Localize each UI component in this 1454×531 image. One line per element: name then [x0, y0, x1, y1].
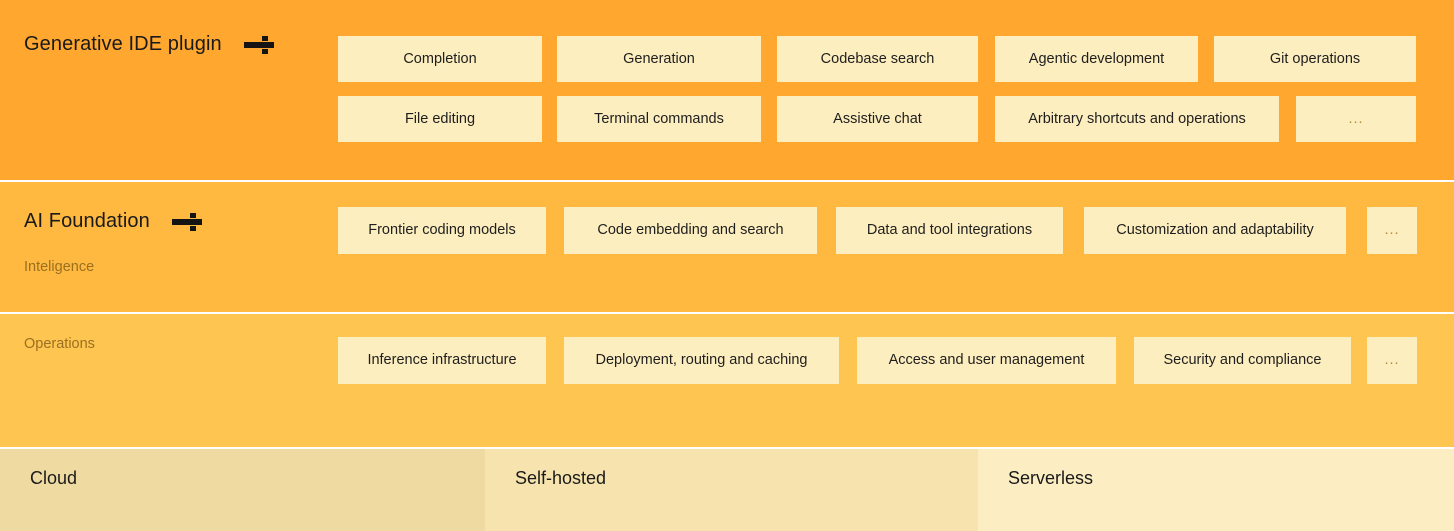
deployment-option-serverless[interactable]: Serverless [978, 449, 1454, 531]
capability-chip[interactable]: Codebase search [777, 36, 978, 82]
deployment-option-cloud[interactable]: Cloud [0, 449, 485, 531]
capability-chip-label: Completion [403, 50, 477, 67]
capability-chip[interactable]: Git operations [1214, 36, 1416, 82]
capability-chip-label: Terminal commands [594, 110, 724, 127]
generative-ide-plugin-label: Generative IDE plugin [24, 33, 222, 55]
operations-sublabel: Operations [24, 336, 95, 352]
capability-chip-label: Git operations [1269, 50, 1361, 67]
capability-chip[interactable]: Access and user management [857, 337, 1116, 384]
capability-chip-label: Security and compliance [1163, 352, 1322, 369]
capability-chip[interactable]: Data and tool integrations [836, 207, 1063, 254]
capability-chip[interactable]: Code embedding and search [564, 207, 817, 254]
capability-chip[interactable]: Arbitrary shortcuts and operations [995, 96, 1279, 142]
capability-chip[interactable]: Terminal commands [557, 96, 761, 142]
capability-chip[interactable]: Agentic development [995, 36, 1198, 82]
capability-chip[interactable]: Deployment, routing and caching [564, 337, 839, 384]
capability-chip-label: Deployment, routing and caching [595, 352, 808, 369]
capability-chip-label: Code embedding and search [597, 222, 784, 239]
capability-chip[interactable]: Generation [557, 36, 761, 82]
capability-chip[interactable]: Inference infrastructure [338, 337, 546, 384]
ai-foundation-label: AI Foundation [24, 210, 150, 232]
deployment-option-cloud-label: Cloud [30, 468, 78, 488]
capability-chip-more[interactable]: ... [1367, 207, 1417, 254]
arrow-right-icon [171, 212, 202, 231]
deployment-footer: Cloud Self-hosted Serverless [0, 449, 1454, 531]
capability-chip-label: ... [1384, 222, 1400, 239]
capability-chip[interactable]: File editing [338, 96, 542, 142]
capability-chip-label: Assistive chat [833, 110, 922, 127]
capability-chip[interactable]: Security and compliance [1134, 337, 1351, 384]
capability-chip-label: Codebase search [820, 50, 935, 67]
capability-chip-more[interactable]: ... [1296, 96, 1416, 142]
capability-chip-label: Agentic development [1028, 50, 1165, 67]
capability-chip-label: Frontier coding models [368, 222, 516, 239]
intelligence-sublabel: Inteligence [24, 259, 95, 275]
capability-chip-label: Access and user management [888, 352, 1085, 369]
ai-foundation-title: AI Foundation [24, 210, 202, 233]
capability-chip-label: Arbitrary shortcuts and operations [1028, 110, 1246, 127]
capability-chip-label: ... [1348, 110, 1364, 127]
capability-chip-label: ... [1384, 352, 1400, 369]
band-generative-ide-plugin [0, 0, 1454, 180]
capability-chip-label: Data and tool integrations [866, 222, 1033, 239]
capability-chip-more[interactable]: ... [1367, 337, 1417, 384]
deployment-option-self-hosted-label: Self-hosted [515, 468, 607, 488]
capability-chip[interactable]: Customization and adaptability [1084, 207, 1346, 254]
capability-chip-label: Generation [623, 50, 695, 67]
deployment-option-serverless-label: Serverless [1008, 468, 1094, 488]
capability-chip-label: File editing [404, 110, 476, 127]
capability-chip[interactable]: Assistive chat [777, 96, 978, 142]
arrow-right-icon [243, 35, 274, 54]
capability-chip[interactable]: Frontier coding models [338, 207, 546, 254]
capability-chip-label: Customization and adaptability [1116, 222, 1314, 239]
generative-ide-plugin-title: Generative IDE plugin [24, 33, 274, 56]
capability-chip-label: Inference infrastructure [367, 352, 517, 369]
deployment-option-self-hosted[interactable]: Self-hosted [485, 449, 978, 531]
capability-chip[interactable]: Completion [338, 36, 542, 82]
